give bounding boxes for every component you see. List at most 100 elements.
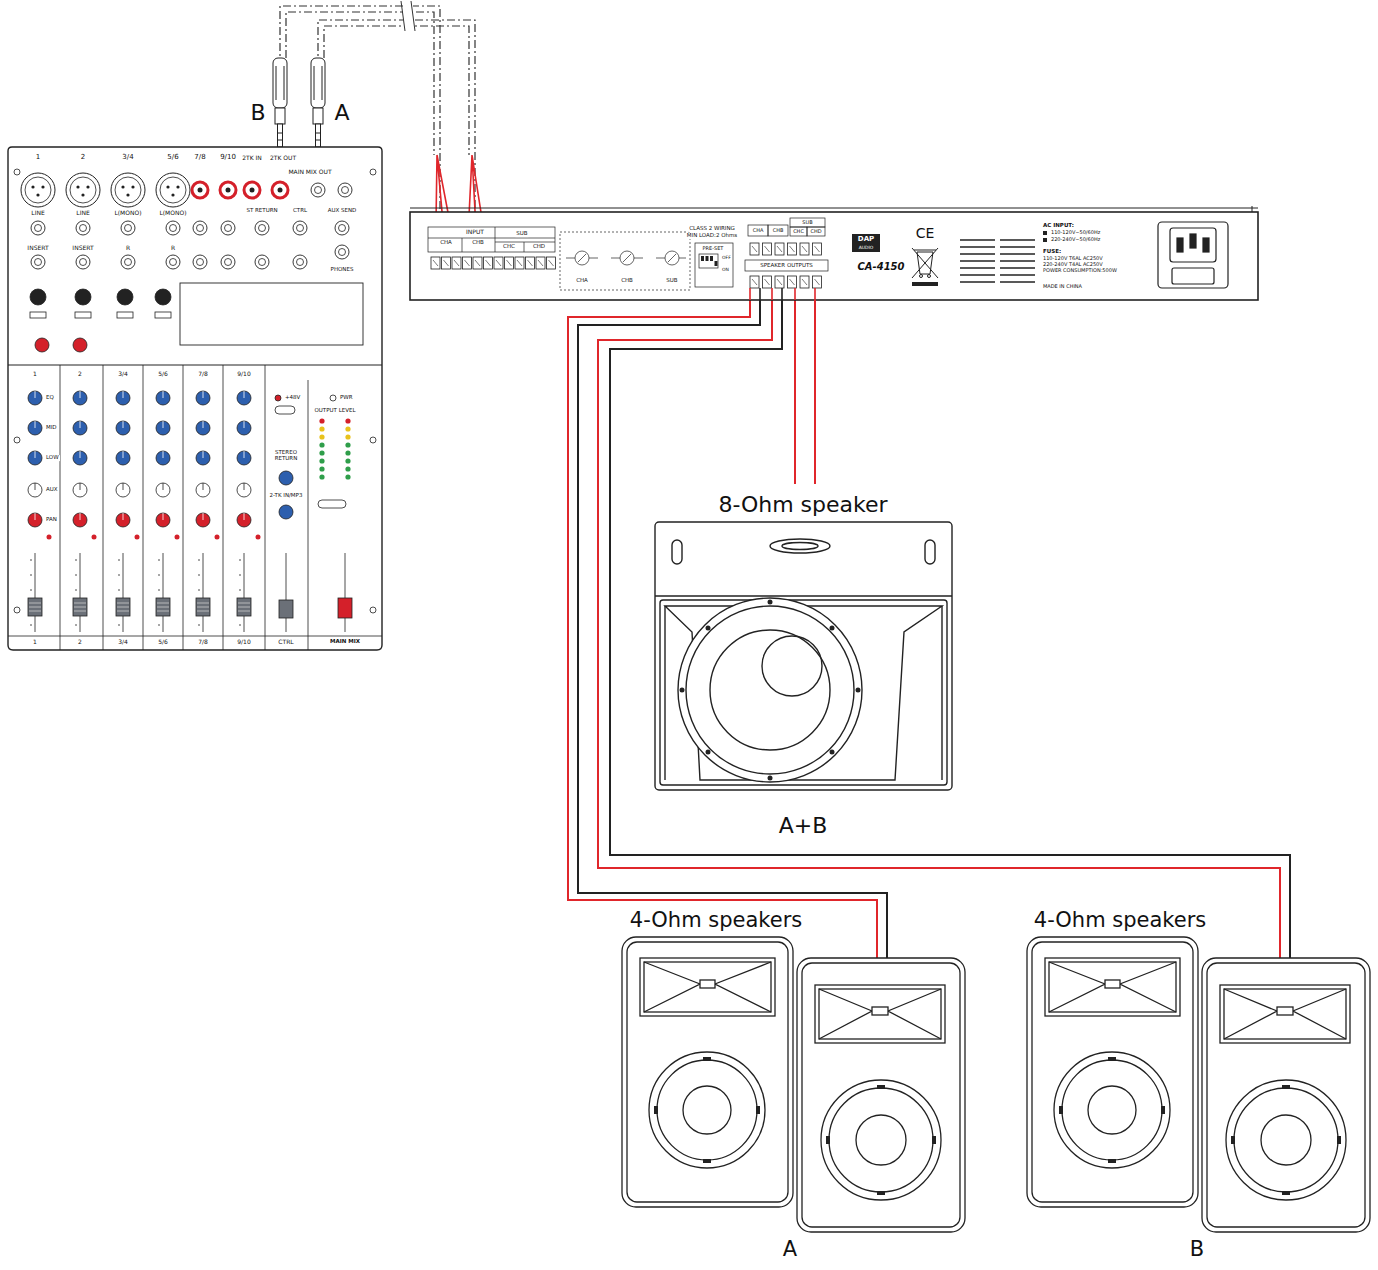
circle-part (345, 434, 350, 439)
panel-label: 2TK OUT (269, 155, 297, 161)
use-part (750, 276, 759, 288)
line-part (410, 208, 1258, 209)
path-part (401, 1, 415, 31)
panel-label: ST RETURN (245, 208, 278, 214)
panel-label: 9/10 (236, 639, 251, 645)
circle-part (620, 251, 634, 265)
g-part (960, 240, 1035, 282)
line-part (759, 288, 761, 300)
panel-label: 220-240V~50/60Hz (1050, 237, 1101, 242)
line-part (314, 66, 315, 100)
path-part (814, 300, 816, 484)
use-part (237, 391, 261, 632)
use-part (193, 255, 207, 269)
line-part (960, 260, 995, 261)
rect-part (1043, 238, 1047, 242)
jack-plug (273, 58, 325, 147)
line-part (914, 250, 936, 251)
node-heading: 8-Ohm speaker (717, 493, 888, 516)
panel-label: 2 (77, 639, 83, 645)
rect-part (1172, 268, 1214, 284)
g-part (275, 395, 352, 632)
use-part (484, 257, 493, 269)
rect-part (748, 225, 768, 236)
panel-label: AUX SEND (327, 208, 358, 214)
panel-label: MID (45, 425, 58, 431)
panel-label: 9/10 (236, 371, 251, 377)
panel-label: SPEAKER OUTPUTS (759, 263, 814, 269)
circle-part (830, 626, 835, 631)
rect-part (1043, 231, 1047, 235)
use-part (121, 221, 135, 235)
panel-label: DAP (857, 236, 875, 243)
path-part (8, 147, 382, 650)
rect-part (852, 234, 880, 252)
line-part (278, 133, 283, 134)
panel-label: FUSE: (1042, 249, 1062, 255)
circle-part (928, 275, 931, 278)
panel-label: CHD (809, 229, 822, 234)
line-part (276, 66, 277, 100)
cable-label: A (333, 101, 350, 124)
line-part (1000, 246, 1035, 247)
circle-part (856, 688, 861, 693)
rect-part (699, 254, 718, 268)
panel-label: CHA (575, 278, 589, 284)
panel-label: CHB (471, 240, 485, 246)
circle-part (279, 505, 293, 519)
circle-part (768, 776, 773, 781)
rect-part (1177, 238, 1183, 252)
circle-part (370, 607, 376, 613)
panel-label: POWER CONSUMPTION:500W (1042, 268, 1118, 273)
path-part (467, 155, 488, 257)
node-label: A (782, 1238, 798, 1260)
signal-cable (280, 6, 440, 212)
path-part (917, 252, 933, 274)
use-part (800, 243, 809, 255)
circle-part (575, 251, 589, 265)
line-part (623, 254, 631, 262)
circle-part (706, 626, 711, 631)
line-part (960, 239, 995, 240)
panel-label: AUDIO (858, 245, 875, 250)
use-part (244, 182, 260, 198)
panel-label: CHA (752, 228, 765, 233)
line-part (8, 636, 382, 637)
panel-label: PWR (339, 395, 354, 401)
rect-part (279, 600, 293, 618)
circle-part (830, 750, 835, 755)
circle-part (665, 251, 679, 265)
ellipse-part (770, 539, 830, 553)
rect-part (316, 124, 321, 147)
circle-part (345, 426, 350, 431)
line-part (794, 288, 796, 300)
rect-part (1170, 228, 1216, 262)
panel-label: AC INPUT: (1042, 223, 1075, 229)
rect-part (311, 58, 325, 108)
path-part (1279, 905, 1281, 962)
mixer-console: MAIN MIX (8, 147, 382, 650)
rect-part (410, 212, 1258, 300)
panel-label: R (125, 245, 131, 251)
use-part (536, 257, 545, 269)
rect-part (275, 108, 285, 124)
g-part (8, 365, 382, 650)
line-part (278, 140, 283, 141)
panel-label: EQ (45, 395, 55, 401)
input-wires (436, 155, 489, 257)
path-part (436, 155, 457, 257)
line-part (749, 288, 751, 300)
rect-part (117, 312, 133, 318)
use-part (121, 255, 135, 269)
line-part (941, 606, 942, 780)
circle-part (345, 442, 350, 447)
g-part (319, 418, 350, 479)
cable-label: B (249, 101, 266, 124)
use-part (788, 276, 797, 288)
panel-label: CE (915, 226, 936, 241)
panel-label: CHB (620, 278, 634, 284)
node-heading: 4-Ohm speakers (1033, 909, 1207, 931)
use-part (116, 391, 140, 632)
line-part (495, 242, 555, 243)
line-part (60, 365, 61, 650)
